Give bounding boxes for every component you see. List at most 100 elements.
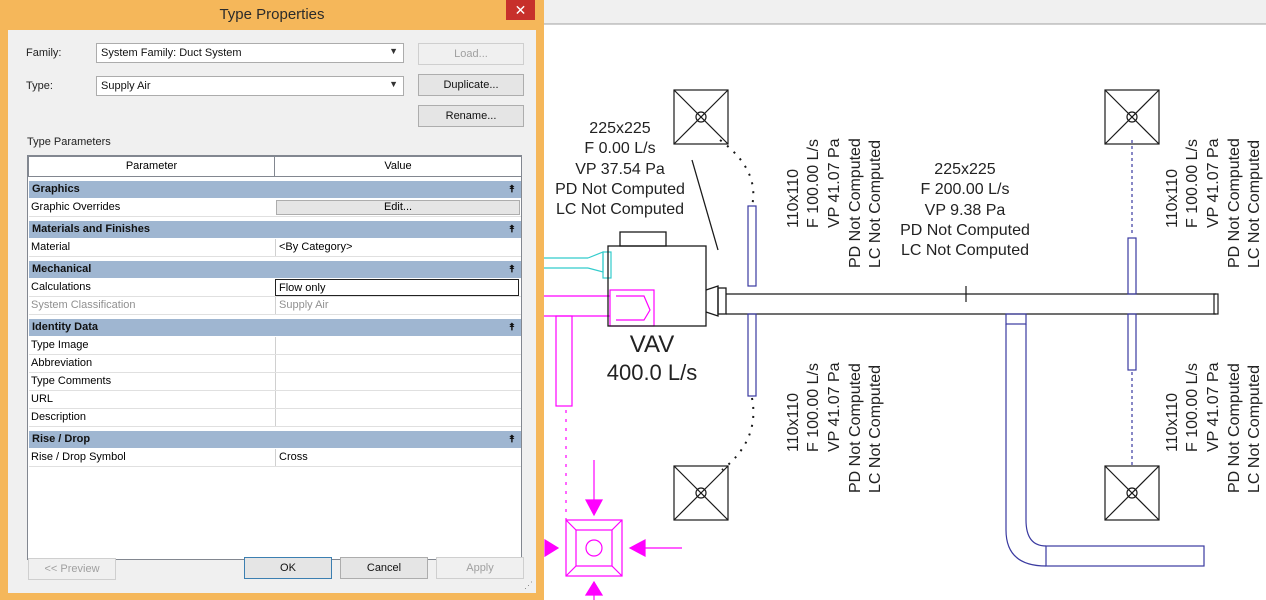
group-materials-and-finishes[interactable]: Materials and Finishes ⯭ bbox=[29, 221, 521, 238]
svg-text:F 100.00 L/s: F 100.00 L/s bbox=[1184, 363, 1201, 452]
group-label: Materials and Finishes bbox=[32, 223, 150, 235]
collapse-icon[interactable]: ⯭ bbox=[509, 224, 515, 235]
ok-button[interactable]: OK bbox=[244, 557, 332, 579]
param-name: Description bbox=[31, 411, 87, 423]
svg-text:VP 41.07 Pa: VP 41.07 Pa bbox=[1205, 138, 1222, 228]
column-header-parameter[interactable]: Parameter bbox=[28, 156, 275, 177]
param-row[interactable]: URL bbox=[29, 391, 521, 409]
tag-branch-bottom-left: 110x110 F 100.00 L/s VP 41.07 Pa PD Not … bbox=[785, 362, 884, 493]
dialog-title: Type Properties bbox=[219, 6, 325, 23]
param-value[interactable]: <By Category> bbox=[275, 239, 519, 256]
branch-ducts[interactable] bbox=[747, 140, 1137, 468]
calculations-dropdown[interactable]: Flow only bbox=[275, 279, 519, 296]
magenta-duct[interactable] bbox=[544, 289, 682, 600]
svg-text:F 100.00 L/s: F 100.00 L/s bbox=[805, 363, 822, 452]
dialog-titlebar[interactable]: Type Properties ✕ bbox=[0, 0, 544, 30]
collapse-icon[interactable]: ⯭ bbox=[509, 184, 515, 195]
param-row[interactable]: Abbreviation bbox=[29, 355, 521, 373]
dialog-client: Family: System Family: Duct System ▼ Loa… bbox=[8, 30, 536, 593]
tag-branch-top-left: 110x110 F 100.00 L/s VP 41.07 Pa PD Not … bbox=[785, 138, 884, 268]
preview-button[interactable]: << Preview bbox=[28, 558, 116, 580]
type-combo[interactable]: Supply Air ▼ bbox=[96, 76, 404, 96]
svg-text:LC Not Computed: LC Not Computed bbox=[1246, 140, 1263, 268]
param-value[interactable] bbox=[275, 391, 519, 408]
param-name: Graphic Overrides bbox=[31, 201, 121, 213]
tag-vav-outlet: 225x225 F 0.00 L/s VP 37.54 Pa PD Not Co… bbox=[555, 120, 685, 218]
rename-button[interactable]: Rename... bbox=[418, 105, 524, 127]
tag-branch-top-right: 110x110 F 100.00 L/s VP 41.07 Pa PD Not … bbox=[1164, 138, 1263, 268]
svg-text:PD Not Computed: PD Not Computed bbox=[847, 138, 864, 268]
group-mechanical[interactable]: Mechanical ⯭ bbox=[29, 261, 521, 278]
group-rise-drop[interactable]: Rise / Drop ⯭ bbox=[29, 431, 521, 448]
param-row[interactable]: Description bbox=[29, 409, 521, 427]
cyan-duct[interactable] bbox=[544, 251, 612, 279]
chevron-down-icon: ▼ bbox=[389, 79, 398, 89]
close-button[interactable]: ✕ bbox=[506, 0, 535, 20]
group-label: Rise / Drop bbox=[32, 433, 91, 445]
param-name: Type Image bbox=[31, 339, 89, 351]
collapse-icon[interactable]: ⯭ bbox=[509, 264, 515, 275]
svg-text:LC Not Computed: LC Not Computed bbox=[556, 201, 684, 218]
svg-text:PD Not Computed: PD Not Computed bbox=[555, 181, 685, 198]
type-label: Type: bbox=[26, 80, 53, 92]
svg-text:VP 41.07 Pa: VP 41.07 Pa bbox=[826, 362, 843, 452]
param-name: URL bbox=[31, 393, 54, 405]
group-label: Graphics bbox=[32, 183, 80, 195]
param-row[interactable]: Type Image bbox=[29, 337, 521, 355]
param-row[interactable]: Calculations Flow only bbox=[29, 279, 521, 297]
group-label: Mechanical bbox=[32, 263, 92, 275]
apply-button[interactable]: Apply bbox=[436, 557, 524, 579]
param-value[interactable] bbox=[275, 337, 519, 354]
type-value: Supply Air bbox=[101, 80, 151, 92]
family-combo[interactable]: System Family: Duct System ▼ bbox=[96, 43, 404, 63]
graphic-overrides-edit-button[interactable]: Edit... bbox=[276, 200, 520, 215]
diffuser-bottom-left[interactable] bbox=[673, 465, 729, 521]
param-value[interactable] bbox=[275, 373, 519, 390]
cancel-button[interactable]: Cancel bbox=[340, 557, 428, 579]
param-value[interactable] bbox=[275, 355, 519, 372]
svg-text:110x110: 110x110 bbox=[1164, 393, 1181, 452]
diffuser-bottom-right[interactable] bbox=[1104, 465, 1160, 521]
param-value: Supply Air bbox=[275, 297, 519, 314]
collapse-icon[interactable]: ⯭ bbox=[509, 434, 515, 445]
duplicate-button[interactable]: Duplicate... bbox=[418, 74, 524, 96]
param-row: System Classification Supply Air bbox=[29, 297, 521, 315]
tag-branch-bottom-right: 110x110 F 100.00 L/s VP 41.07 Pa PD Not … bbox=[1164, 362, 1263, 493]
group-graphics[interactable]: Graphics ⯭ bbox=[29, 181, 521, 198]
param-name: Calculations bbox=[31, 281, 91, 293]
column-header-value[interactable]: Value bbox=[274, 156, 521, 177]
vav-flow: 400.0 L/s bbox=[607, 360, 698, 385]
svg-text:PD Not Computed: PD Not Computed bbox=[900, 222, 1030, 239]
diffuser-top-left[interactable] bbox=[673, 89, 729, 145]
chevron-down-icon: ▼ bbox=[389, 46, 398, 56]
param-row[interactable]: Type Comments bbox=[29, 373, 521, 391]
param-row[interactable]: Material <By Category> bbox=[29, 239, 521, 257]
load-button[interactable]: Load... bbox=[418, 43, 524, 65]
param-value[interactable]: Cross bbox=[275, 449, 519, 466]
elbow-duct[interactable] bbox=[1005, 313, 1205, 567]
param-row[interactable]: Graphic Overrides Edit... bbox=[29, 199, 521, 217]
diffuser-top-right[interactable] bbox=[1104, 89, 1160, 145]
param-name: System Classification bbox=[31, 299, 136, 311]
close-icon: ✕ bbox=[514, 2, 527, 18]
svg-text:110x110: 110x110 bbox=[1164, 169, 1181, 228]
group-identity-data[interactable]: Identity Data⯭ bbox=[29, 319, 521, 336]
type-parameters-grid[interactable]: Parameter Value Graphics ⯭ Graphic Overri… bbox=[27, 155, 522, 560]
resize-grip-icon[interactable]: ⋰ bbox=[524, 580, 533, 590]
svg-text:PD Not Computed: PD Not Computed bbox=[1226, 363, 1243, 493]
svg-text:VP 41.07 Pa: VP 41.07 Pa bbox=[1205, 362, 1222, 452]
flex-duct-arcs bbox=[719, 139, 755, 471]
svg-text:PD Not Computed: PD Not Computed bbox=[1226, 138, 1243, 268]
svg-text:LC Not Computed: LC Not Computed bbox=[901, 242, 1029, 259]
main-duct[interactable] bbox=[726, 286, 1219, 315]
vav-box[interactable] bbox=[607, 159, 727, 327]
svg-text:VP 41.07 Pa: VP 41.07 Pa bbox=[826, 138, 843, 228]
collapse-icon[interactable]: ⯭ bbox=[509, 322, 515, 333]
param-value[interactable] bbox=[275, 409, 519, 426]
type-properties-dialog: Type Properties ✕ Family: System Family:… bbox=[0, 0, 544, 600]
svg-text:VP 37.54 Pa: VP 37.54 Pa bbox=[575, 161, 665, 178]
view-tab-strip bbox=[544, 0, 1266, 24]
param-name: Type Comments bbox=[31, 375, 112, 387]
param-row[interactable]: Rise / Drop Symbol Cross bbox=[29, 449, 521, 467]
